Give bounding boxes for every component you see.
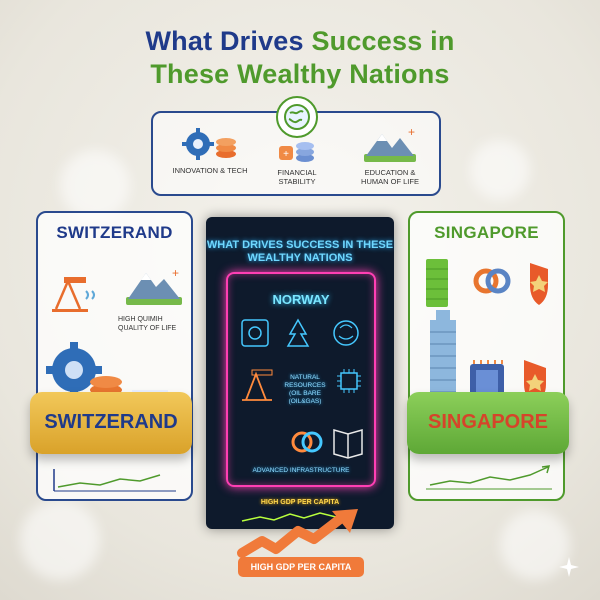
oil-pump-icon — [52, 277, 95, 312]
neon-oil-pump-icon — [242, 369, 273, 401]
gdp-tag: HIGH GDP PER CAPITA — [238, 557, 364, 577]
singapore-card-title: SINGAPORE — [434, 223, 539, 242]
norway-neon-frame: NORWAY NATURAL RESOURCES (OIL BARE (OIL&… — [226, 272, 376, 487]
svg-text:+: + — [283, 149, 289, 160]
switzerland-card-title: SWITZERAND — [56, 223, 173, 242]
singapore-platform: SINGAPORE — [407, 392, 569, 454]
neon-growth-line — [241, 511, 357, 522]
bokeh-light — [470, 140, 530, 200]
norway-resources-label: NATURAL RESOURCES (OIL BARE (OIL&GAS) — [284, 374, 326, 405]
page-title-line1: What Drives Success in — [0, 26, 600, 57]
driver-financial: + FINANCIAL STABILITY — [262, 140, 332, 186]
driver-innovation: INNOVATION & TECH — [170, 126, 250, 175]
page-title-line2: These Wealthy Nations — [150, 59, 450, 89]
growth-arrow-icon — [237, 509, 358, 558]
globe-icon — [276, 96, 318, 138]
driver-financial-label: FINANCIAL STABILITY — [277, 168, 317, 186]
title-part-navy: What Drives — [145, 26, 312, 56]
bokeh-light — [20, 500, 100, 580]
bokeh-light — [60, 150, 130, 220]
neon-infra-icons — [291, 429, 363, 459]
driver-education-label: EDUCATION & HUMAN OF LIFE — [361, 168, 419, 186]
switzerland-platform: SWITZERAND — [30, 392, 192, 454]
switzerland-quality-label: HIGH QUIMIH QUALITY OF LIFE — [118, 316, 177, 332]
mountain-icon: + — [364, 125, 416, 162]
bokeh-light — [500, 510, 570, 580]
gear-coins-icon — [182, 128, 236, 160]
norway-card: WHAT DRIVES SUCCESS IN THESE WEALTHY NAT… — [206, 217, 394, 529]
svg-text:+: + — [408, 125, 415, 139]
singapore-icons-row — [426, 259, 548, 307]
neon-chip-icon — [337, 369, 361, 393]
driver-education: + EDUCATION & HUMAN OF LIFE — [350, 124, 430, 186]
switzerland-platform-label: SWITZERAND — [44, 411, 178, 433]
sparkle-icon — [559, 557, 579, 577]
norway-title: NORWAY — [272, 292, 330, 307]
norway-gdp-label: HIGH GDP PER CAPITA — [260, 499, 340, 506]
mountain-icon: + — [126, 266, 182, 305]
title-part-green: Success in — [311, 26, 455, 56]
neon-icons-row1 — [241, 318, 359, 347]
growth-line-chart — [53, 469, 176, 492]
singapore-platform-label: SINGAPORE — [427, 411, 549, 433]
driver-innovation-label: INNOVATION & TECH — [172, 166, 248, 175]
growth-line-chart — [426, 465, 552, 490]
norway-header: WHAT DRIVES SUCCESS IN THESE WEALTHY NAT… — [206, 239, 394, 264]
norway-infra-label: ADVANCED INFRASTRUCTURE — [252, 467, 350, 474]
svg-text:+: + — [172, 266, 179, 280]
coins-icon: + — [279, 142, 314, 162]
